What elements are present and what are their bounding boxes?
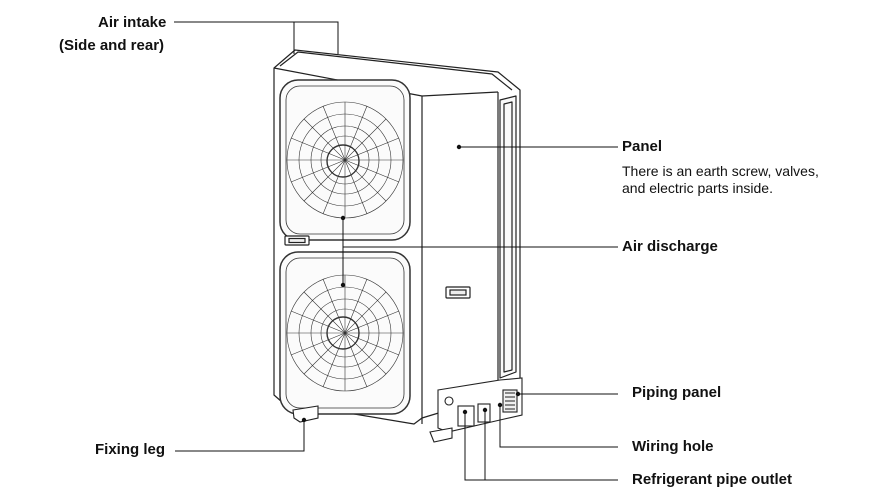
fixing-leg-right <box>429 427 453 443</box>
wiring-hole-label: Wiring hole <box>632 438 714 455</box>
lower-fan-guard <box>279 251 411 415</box>
panel-description-line-1: There is an earth screw, valves, <box>622 163 819 179</box>
leader-lines <box>174 21 618 481</box>
fixing-leg-label: Fixing leg <box>95 441 166 458</box>
refrigerant-pipe-outlet-label: Refrigerant pipe outlet <box>632 471 793 488</box>
fixing-leg-left <box>292 405 319 423</box>
side-vent-strip <box>499 95 517 379</box>
piping-panel-label: Piping panel <box>632 384 722 401</box>
air-intake-sublabel: (Side and rear) <box>59 37 165 54</box>
air-intake-label: Air intake <box>98 14 167 31</box>
panel-label: Panel <box>622 138 663 155</box>
upper-fan-guard <box>279 79 411 241</box>
panel-description-line-2: and electric parts inside. <box>622 180 773 196</box>
air-discharge-label: Air discharge <box>622 238 718 255</box>
